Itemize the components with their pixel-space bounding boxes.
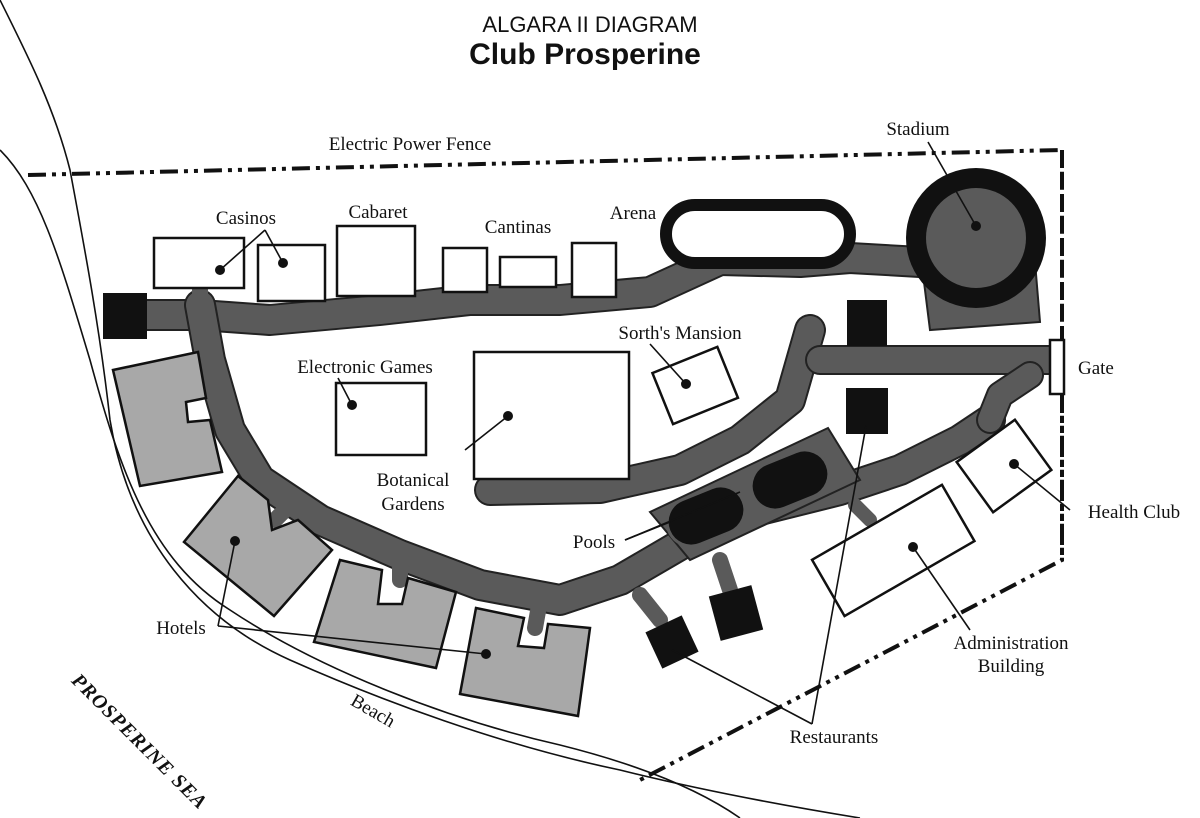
map-subtitle: ALGARA II DIAGRAM — [482, 12, 697, 37]
pools-label: Pools — [573, 532, 615, 553]
sea-label: PROSPERINE SEA — [66, 669, 211, 814]
leader-lines — [217, 141, 1071, 725]
cantina-building-2 — [498, 255, 558, 289]
gate-structure — [1048, 338, 1066, 396]
shoreline-inner — [0, 0, 861, 818]
pool-2 — [749, 448, 831, 512]
sorths-mansion-building — [650, 345, 740, 426]
cabaret-building — [335, 224, 417, 298]
arena-label: Arena — [610, 203, 657, 224]
service-building-south — [846, 388, 888, 434]
map-title: Club Prosperine — [469, 38, 701, 71]
hotel-building-1 — [111, 350, 224, 488]
service-building-north — [847, 300, 887, 346]
restaurant-building-2 — [708, 585, 764, 641]
cabaret-label: Cabaret — [348, 202, 408, 223]
hotels-label: Hotels — [156, 618, 206, 639]
botanical-gardens-label-line2: Gardens — [381, 494, 444, 515]
gate-label: Gate — [1078, 358, 1114, 379]
beach-label: Beach — [347, 690, 399, 732]
cantina-building-3 — [570, 241, 618, 299]
administration-label-line1: Administration — [953, 633, 1069, 654]
hotel-building-2 — [182, 474, 334, 618]
pool-1 — [665, 484, 747, 548]
cantina-building-1 — [441, 246, 489, 294]
stadium-label: Stadium — [886, 119, 950, 140]
electronic-games-building — [334, 381, 428, 457]
casino-building-2 — [256, 243, 327, 303]
administration-label-line2: Building — [978, 656, 1045, 677]
electronic-games-label: Electronic Games — [297, 357, 433, 378]
stadium-field — [926, 188, 1026, 288]
west-entrance-building — [103, 293, 147, 339]
shoreline-outer — [0, 149, 741, 818]
hotel-building-4 — [458, 606, 592, 718]
health-club-building — [954, 418, 1054, 514]
cantinas-label: Cantinas — [485, 217, 552, 238]
restaurants-label: Restaurants — [790, 727, 879, 748]
hotel-building-3 — [312, 558, 458, 670]
restaurant-building-1 — [645, 615, 699, 669]
health-club-label: Health Club — [1088, 502, 1180, 523]
arena-track — [660, 199, 856, 269]
administration-building — [810, 483, 977, 618]
fence-label: Electric Power Fence — [329, 134, 491, 155]
botanical-gardens-label-line1: Botanical — [377, 470, 450, 491]
casino-building-1 — [152, 236, 246, 290]
casinos-label: Casinos — [216, 208, 276, 229]
botanical-gardens-area — [472, 350, 631, 481]
sorths-mansion-label: Sorth's Mansion — [618, 323, 742, 344]
